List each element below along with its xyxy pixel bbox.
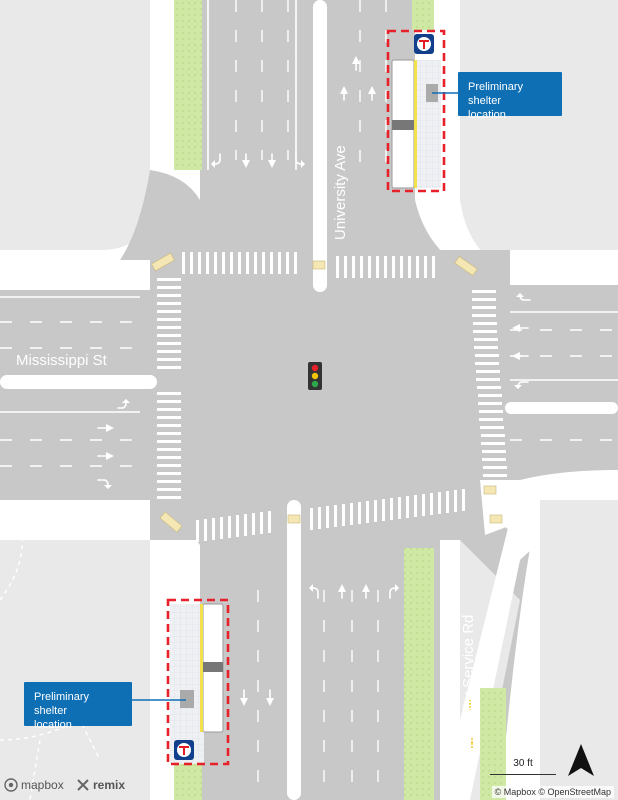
mapbox-icon: [4, 778, 18, 792]
median-s: [404, 548, 434, 800]
arrow-eb-1: [97, 424, 114, 432]
mapbox-logo[interactable]: mapbox: [4, 778, 64, 792]
street-label-mississippi-st: Mississippi St: [16, 352, 107, 369]
arrow-north-straight-1: [242, 153, 250, 168]
service-road-edge: [500, 500, 540, 800]
lane-arrows: [97, 56, 531, 706]
traffic-light-icon: [308, 362, 322, 390]
crosswalk-north: [182, 252, 435, 278]
arrow-nb-straight-2: [362, 584, 370, 599]
remix-logo: remix: [76, 778, 125, 792]
arrow-eb-right: [97, 479, 112, 489]
arrow-north-straight-2: [268, 153, 276, 168]
callout-bottom-line2: location: [34, 719, 72, 731]
arrow-south-up-1: [340, 86, 348, 101]
median-island-east: [505, 402, 618, 414]
median-se: [480, 688, 506, 800]
shelter-callout-bottom: Preliminary shelter location: [24, 682, 132, 731]
arrow-south-up-3: [352, 56, 360, 71]
arrow-wb-2: [512, 352, 529, 360]
curb-ramps: [151, 252, 503, 533]
arrow-north-right: [295, 153, 305, 168]
scale-bar-label: 30 ft: [513, 758, 533, 769]
crosswalk-south: [196, 489, 465, 542]
shelter-callout-top: Preliminary shelter location: [458, 72, 562, 121]
median-island-west: [0, 375, 157, 389]
bus-stop-south: [166, 598, 230, 766]
map-attribution[interactable]: © Mapbox © OpenStreetMap: [491, 786, 614, 798]
callout-bottom-line1: Preliminary shelter: [34, 691, 90, 717]
metro-transit-icon: [174, 740, 194, 760]
crosswalks: [157, 252, 534, 548]
edge-lines: [0, 0, 618, 413]
median-ne: [412, 0, 434, 30]
scale-bar-line: [490, 774, 556, 775]
crosswalk-west: [157, 278, 181, 499]
arrow-wb-right: [516, 293, 531, 301]
arrow-wb-left: [514, 381, 529, 389]
street-label-university-ave: University Ave: [332, 145, 349, 240]
yellow-markings: [469, 700, 473, 748]
arrow-sb-down-2: [266, 689, 274, 706]
median-sw: [174, 760, 202, 800]
arrow-eb-left: [117, 399, 130, 409]
mapbox-logo-text: mapbox: [21, 778, 64, 792]
arrow-eb-2: [97, 452, 114, 460]
arrow-nb-straight-1: [338, 584, 346, 599]
north-arrow-icon: [568, 744, 594, 776]
remix-logo-text: remix: [93, 778, 126, 792]
arrow-sb-down-1: [240, 689, 248, 706]
arrow-wb-1: [512, 324, 529, 332]
crosswalk-east: [472, 290, 507, 477]
callout-top-line1: Preliminary shelter: [468, 81, 524, 107]
arrow-nb-left: [309, 584, 319, 599]
arrow-nb-right: [389, 584, 399, 599]
median-nw: [174, 0, 202, 170]
arrow-north-left: [211, 153, 221, 168]
arrow-south-up-2: [368, 86, 376, 101]
callout-top-line2: location: [468, 109, 506, 121]
remix-icon: [77, 779, 89, 791]
median-island-south: [287, 500, 301, 800]
street-label-university-service-rd: University Service Rd: [460, 614, 477, 758]
scale-bar: 30 ft: [490, 758, 556, 776]
bus-stop-north: [386, 29, 446, 193]
metro-transit-icon: [414, 34, 434, 54]
median-island-north: [313, 0, 327, 292]
